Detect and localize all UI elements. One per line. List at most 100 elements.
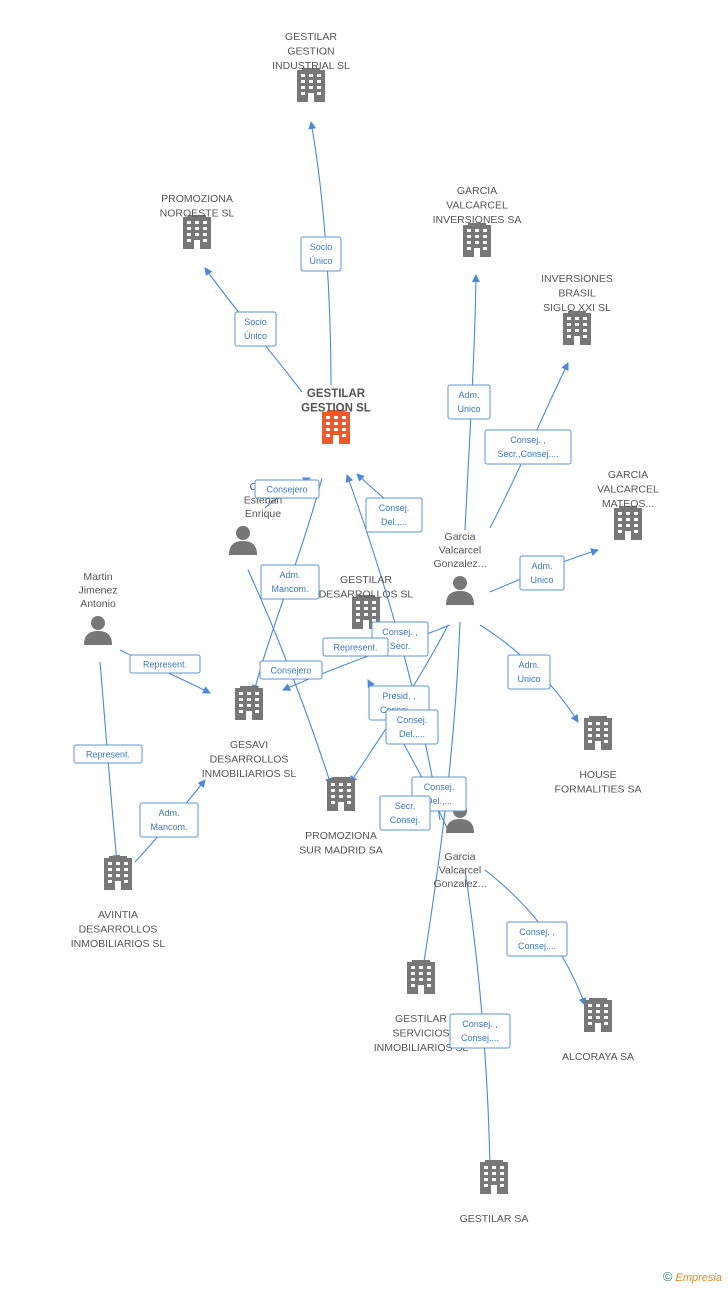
relation-box [234, 311, 277, 347]
brand-logo[interactable]: Empresia [675, 1272, 722, 1284]
node-alcoraya[interactable]: ALCORAYA SA [562, 998, 634, 1063]
node-label: GESTILAR SA [460, 1213, 529, 1225]
relation-label-r21[interactable]: Consej. , Consej.... [449, 1013, 511, 1049]
relation-text-line: Consej. , [462, 1019, 498, 1029]
relation-box [379, 795, 431, 831]
relation-box [484, 429, 572, 465]
node-label-line: VALCARCEL [446, 200, 508, 212]
node-gestilar-desarrollos[interactable]: GESTILAR DESARROLLOS SL [319, 574, 414, 629]
relation-label-r4[interactable]: Consej. ,Secr.,Consej.... [484, 429, 572, 465]
relation-text-line: Adm. [158, 808, 179, 818]
relation-text-line: Consej. [424, 782, 455, 792]
relation-box [129, 654, 201, 674]
relation-box [519, 555, 565, 591]
node-label-line: Valcarcel [439, 545, 481, 557]
relation-text: Adm.Mancom. [271, 570, 308, 594]
node-label-line: Enrique [245, 508, 281, 520]
building-icon [463, 223, 491, 257]
relation-box [322, 637, 389, 657]
relation-label-r12[interactable]: Consejero [259, 660, 323, 680]
relation-text: Consej. , Secr. [382, 627, 418, 651]
node-label-line: Gonzalez... [433, 558, 486, 570]
copyright: © Empresia [663, 1269, 722, 1284]
relation-label-r7[interactable]: Adm.Unico [519, 555, 565, 591]
building-icon [584, 716, 612, 750]
relation-text-line: Del.,... [399, 729, 425, 739]
relation-text: Adm.Unico [457, 390, 480, 414]
copyright-symbol: © [662, 1269, 673, 1284]
relation-label-r9[interactable]: Represent. [129, 654, 201, 674]
relation-box [507, 654, 551, 690]
node-label-line: GESTILAR [340, 574, 392, 586]
relation-label-r3[interactable]: Adm.Unico [447, 384, 491, 420]
node-label-line: GESTION [287, 46, 334, 58]
relation-box [254, 479, 320, 499]
node-label-line: GESTILAR [395, 1013, 447, 1025]
relation-text-line: Consej. , [382, 627, 418, 637]
relation-label-r5[interactable]: Consejero [254, 479, 320, 499]
relation-text: Consej. ,Consej.... [518, 927, 556, 951]
relation-label-r16[interactable]: Represent. [73, 744, 143, 764]
relation-text: Adm.Unico [530, 561, 553, 585]
relation-text-line: Consej.... [461, 1033, 499, 1043]
relation-label-r6[interactable]: Consej.Del.,... [365, 497, 423, 533]
relation-box [365, 497, 423, 533]
node-label-line: GARCIA [608, 469, 648, 481]
node-label-line: Garcia [445, 531, 476, 543]
building-icon [563, 311, 591, 345]
relation-label-r20[interactable]: Consej. ,Consej.... [506, 921, 568, 957]
relation-box [73, 744, 143, 764]
node-label-line: DESARROLLOS SL [319, 589, 414, 601]
node-label: ALCORAYA SA [562, 1051, 634, 1063]
relation-box [385, 709, 439, 745]
relation-text-line: Secr. [390, 641, 411, 651]
relation-label-r19[interactable]: Secr.Consej. [379, 795, 431, 831]
node-label-line: GARCIA [457, 185, 497, 197]
relation-box [449, 1013, 511, 1049]
relation-text: Consej.Del.,... [397, 715, 428, 739]
node-label-line: GESTION SL [301, 403, 371, 415]
node-label-line: SERVICIOS [393, 1028, 450, 1040]
node-label-line: HOUSE [579, 769, 616, 781]
node-label: GESTILAR DESARROLLOS SL [319, 574, 414, 601]
relation-label-r13[interactable]: Adm.Unico [507, 654, 551, 690]
relation-label-r17[interactable]: Adm.Mancom. [139, 802, 199, 838]
node-label-line: SUR MADRID SA [299, 845, 382, 857]
relation-text: Consej. , Consej.... [461, 1019, 499, 1043]
relation-label-r11[interactable]: Represent. [322, 637, 389, 657]
relation-label-r15[interactable]: Consej.Del.,... [385, 709, 439, 745]
node-label-line: ALCORAYA SA [562, 1051, 634, 1063]
node-label-line: GESAVI [230, 739, 268, 751]
node-label-line: Garcia [445, 851, 476, 863]
node-label-line: NOROESTE SL [160, 208, 235, 220]
relation-label-r8[interactable]: Adm.Mancom. [260, 564, 320, 600]
node-label-line: INDUSTRIAL SL [272, 60, 350, 72]
node-label-line: Valcarcel [439, 865, 481, 877]
node-label-line: Antonio [80, 598, 116, 610]
node-label-line: MATEOS... [602, 498, 654, 510]
node-gestilar-sa[interactable]: GESTILAR SA [460, 1160, 529, 1225]
